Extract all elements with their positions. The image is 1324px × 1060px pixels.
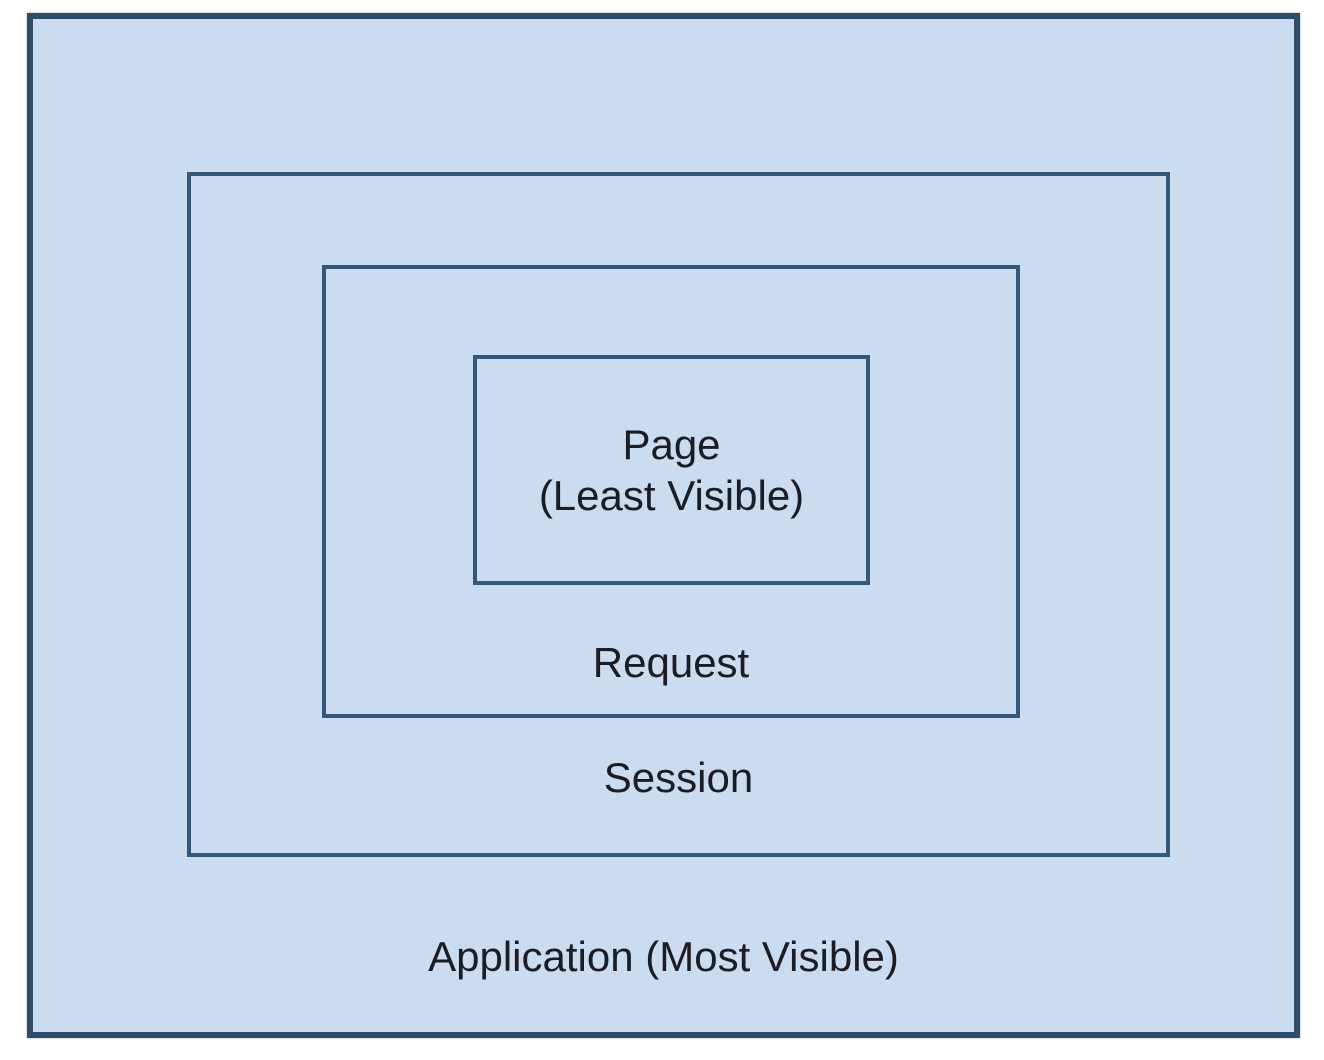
request-scope-box: Page (Least Visible) Request — [322, 265, 1020, 718]
page-scope-label-line2: (Least Visible) — [538, 472, 805, 519]
request-scope-label: Request — [592, 638, 750, 686]
page-scope-box: Page (Least Visible) — [473, 355, 870, 585]
application-scope-label: Application (Most Visible) — [428, 932, 899, 980]
session-scope-label: Session — [603, 753, 754, 801]
session-scope-box: Page (Least Visible) Request Session — [187, 172, 1170, 857]
application-scope-box: Page (Least Visible) Request Session App… — [27, 13, 1300, 1038]
page-scope-label-line1: Page — [622, 420, 721, 468]
